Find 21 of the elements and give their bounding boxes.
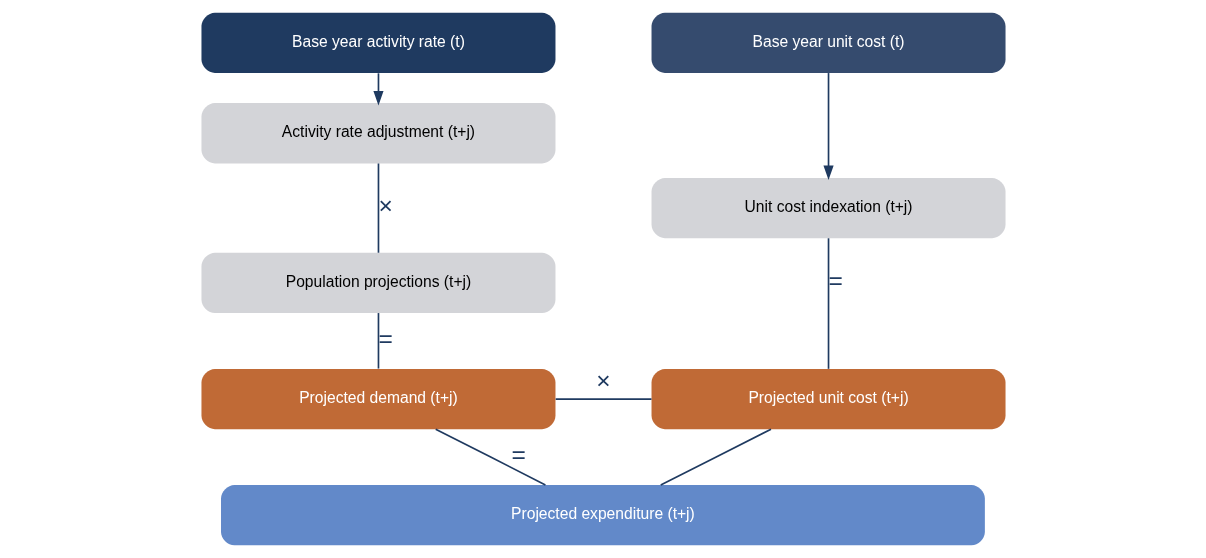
connector [377, 162, 379, 254]
connector [377, 312, 379, 370]
node-box: Base year activity rate (t) [200, 12, 555, 73]
node-box: Projected demand (t+j) [200, 368, 555, 430]
node-box: Projected unit cost (t+j) [651, 368, 1006, 430]
connector [434, 428, 546, 486]
node-box: Projected expenditure (t+j) [220, 485, 985, 546]
arrow [372, 72, 384, 106]
connector [659, 428, 772, 486]
node-box: Population projections (t+j) [200, 252, 555, 314]
edge-label: = [510, 441, 526, 469]
edge-label: × [378, 192, 393, 220]
connector [554, 398, 652, 400]
connector [827, 237, 829, 370]
arrow [822, 72, 834, 181]
edge-label: = [378, 325, 393, 353]
node-box: Unit cost indexation (t+j) [651, 177, 1006, 239]
edge-label: × [595, 366, 611, 394]
node-box: Base year unit cost (t) [651, 12, 1006, 73]
edge-label: = [828, 267, 843, 295]
node-box: Activity rate adjustment (t+j) [200, 103, 555, 164]
